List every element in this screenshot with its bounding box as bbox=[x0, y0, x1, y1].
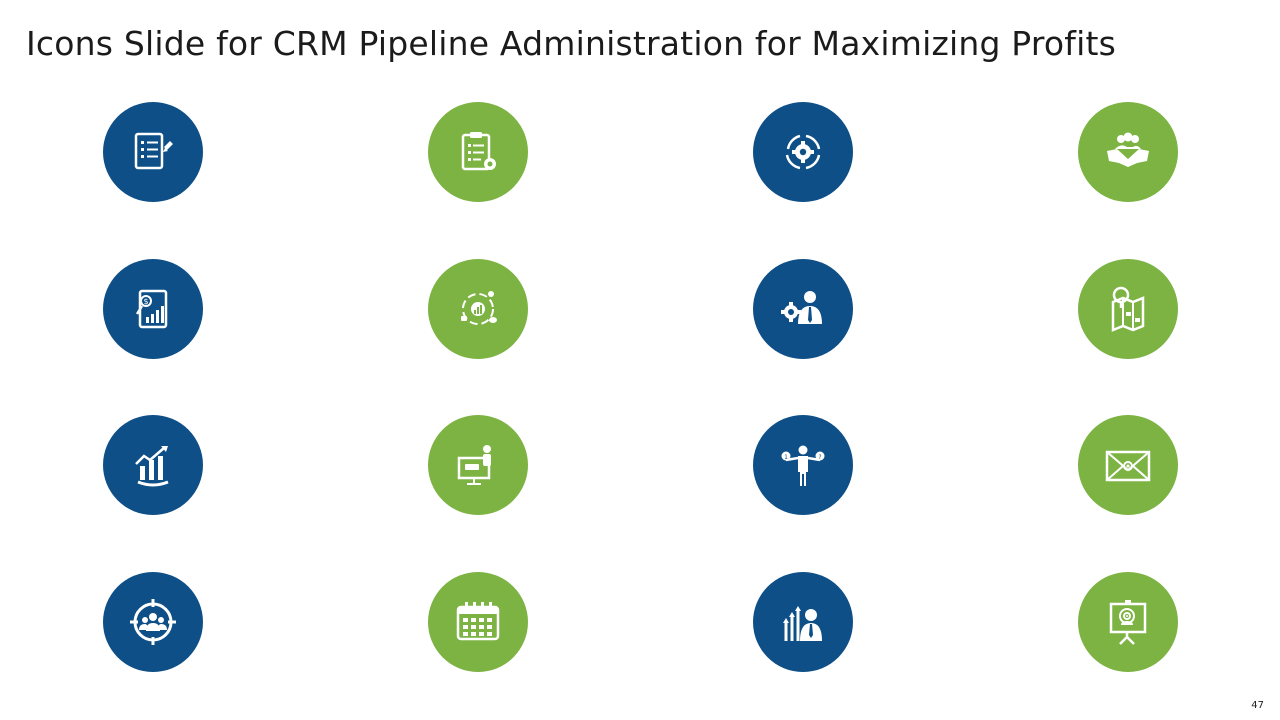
document-checklist-icon bbox=[103, 102, 203, 202]
calendar-icon bbox=[428, 572, 528, 672]
growth-cycle-icon bbox=[428, 259, 528, 359]
financial-report-icon: $ bbox=[103, 259, 203, 359]
svg-text:1: 1 bbox=[784, 454, 788, 461]
map-location-icon bbox=[1078, 259, 1178, 359]
svg-text:?: ? bbox=[818, 454, 821, 461]
slide-title: Icons Slide for CRM Pipeline Administrat… bbox=[26, 24, 1116, 63]
target-presentation-icon bbox=[1078, 572, 1178, 672]
clipboard-settings-icon bbox=[428, 102, 528, 202]
rising-bar-chart-icon bbox=[103, 415, 203, 515]
businessman-growth-icon bbox=[753, 572, 853, 672]
svg-text:$: $ bbox=[143, 297, 148, 306]
team-handshake-icon bbox=[1078, 102, 1178, 202]
businessman-gear-icon bbox=[753, 259, 853, 359]
balance-decision-icon: 1 ? bbox=[753, 415, 853, 515]
target-mail-icon bbox=[1078, 415, 1178, 515]
presentation-board-icon bbox=[428, 415, 528, 515]
page-number: 47 bbox=[1251, 700, 1264, 711]
target-audience-icon bbox=[103, 572, 203, 672]
gear-cycle-icon bbox=[753, 102, 853, 202]
